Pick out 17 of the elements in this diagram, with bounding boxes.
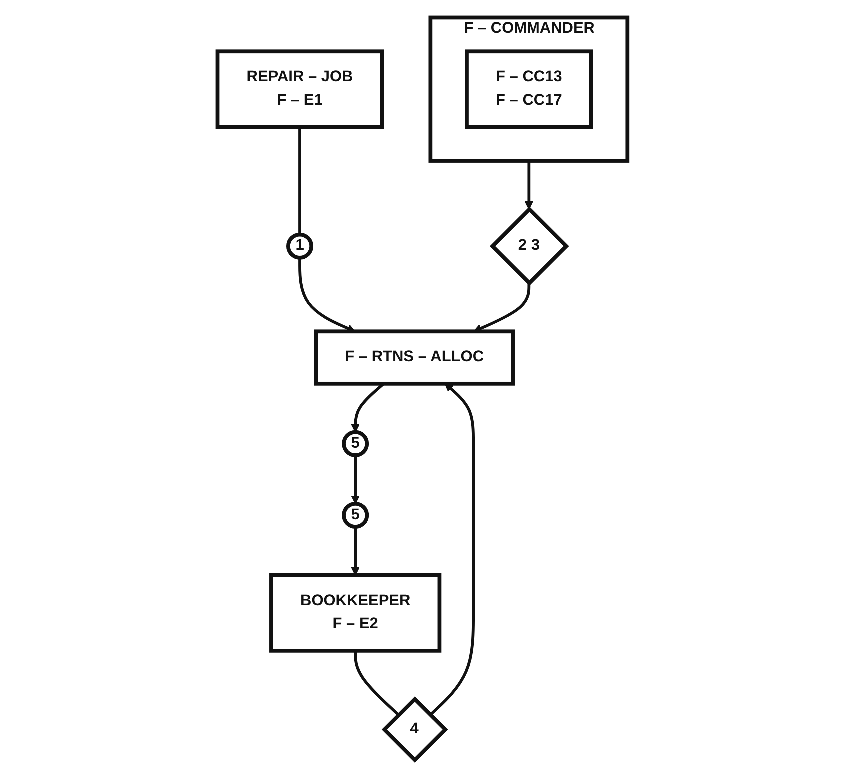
connector — [354, 650, 400, 716]
arrow — [298, 258, 356, 332]
arrow — [352, 527, 360, 576]
arrow — [474, 283, 531, 332]
node-circle: 1 — [286, 232, 314, 260]
arrow — [352, 455, 360, 504]
arrow — [525, 161, 534, 210]
node-box: REPAIR – JOB F – E1 — [216, 50, 384, 130]
node-diamond: 4 — [382, 696, 449, 763]
node-diamond: 2 3 — [490, 206, 570, 286]
node-box: BOOKKEEPER F – E2 — [270, 574, 442, 653]
arrow — [430, 384, 476, 716]
node-box: F – CC13 F – CC17 — [465, 50, 594, 130]
connector — [298, 127, 302, 235]
node-circle: 5 — [342, 430, 370, 458]
node-circle: 5 — [342, 502, 370, 529]
node-box: F – RTNS – ALLOC — [314, 330, 516, 386]
